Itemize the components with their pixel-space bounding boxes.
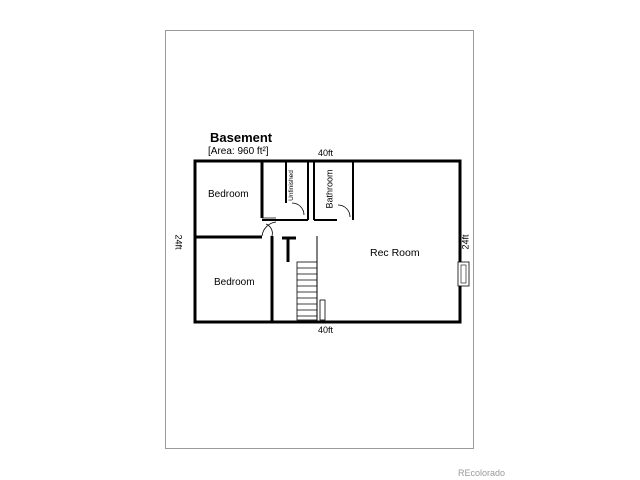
outer-walls: [193, 159, 462, 324]
door-swing-unfinished: [291, 202, 305, 216]
dimension-bottom: 40ft: [318, 325, 334, 335]
room-label-bedroom-lower: Bedroom: [214, 277, 255, 288]
dimension-left: 24ft: [173, 234, 184, 250]
room-label-bathroom: Bathroom: [324, 169, 335, 209]
staircase: [296, 261, 326, 321]
window-rec-room: [457, 261, 470, 287]
floor-plan-sheet: [165, 30, 474, 449]
dimension-right: 24ft: [460, 234, 471, 250]
door-swing-bedroom-upper: [261, 217, 277, 237]
plan-area: [Area: 960 ft²]: [208, 146, 269, 157]
door-swing-bedroom-lower: [265, 223, 273, 237]
room-label-bedroom-upper: Bedroom: [208, 189, 249, 200]
plan-title: Basement: [210, 130, 273, 145]
dimension-top: 40ft: [318, 148, 334, 158]
room-label-rec-room: Rec Room: [370, 247, 420, 259]
watermark-brand: REcolorado: [458, 468, 506, 478]
door-swing-bathroom: [337, 204, 351, 218]
room-label-unfinished: Unfinished: [287, 170, 295, 201]
